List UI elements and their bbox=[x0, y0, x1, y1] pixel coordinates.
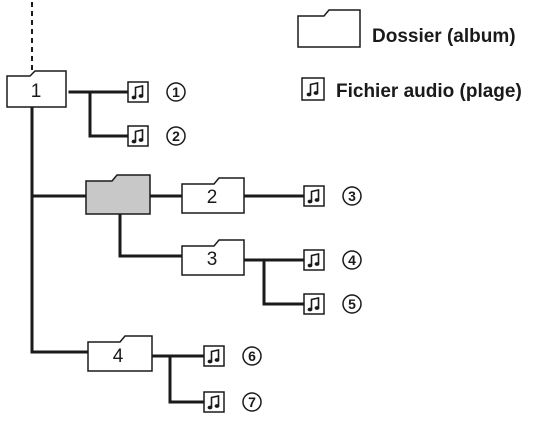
folder-icon bbox=[297, 9, 361, 48]
folder-icon-grey bbox=[85, 174, 151, 215]
legend-folder-label: Dossier (album) bbox=[372, 26, 516, 47]
branch-line-files-6-7 bbox=[152, 354, 204, 404]
folder-number-1: 1 bbox=[31, 81, 42, 102]
music-note-icon bbox=[301, 77, 325, 101]
music-note-icon bbox=[127, 81, 149, 103]
folder-1: 1 bbox=[6, 70, 67, 108]
branch-line-folder-3 bbox=[118, 210, 182, 258]
music-note-icon bbox=[303, 293, 325, 315]
branch-line-files-4-5 bbox=[242, 258, 304, 306]
folder-number-2: 2 bbox=[207, 187, 218, 208]
music-note-icon bbox=[203, 345, 225, 367]
folder-icon bbox=[6, 70, 67, 108]
music-note-icon bbox=[127, 125, 149, 147]
track-number-5: 5 bbox=[348, 296, 356, 312]
file-5: 5 bbox=[303, 293, 362, 315]
folder-2: 2 bbox=[181, 177, 245, 214]
track-number-circle bbox=[166, 126, 186, 146]
track-number-circle bbox=[242, 346, 262, 366]
file-2: 2 bbox=[127, 125, 186, 147]
track-number-circle bbox=[242, 392, 262, 412]
track-number-2: 2 bbox=[172, 128, 180, 144]
branch-line-folder-1-files bbox=[68, 90, 128, 138]
legend-folder: Dossier (album) bbox=[297, 9, 516, 48]
track-number-circle bbox=[342, 250, 362, 270]
track-number-circle bbox=[166, 82, 186, 102]
folder-3: 3 bbox=[181, 239, 245, 276]
folder-icon bbox=[87, 335, 153, 372]
folder-selected bbox=[85, 174, 151, 215]
music-note-icon bbox=[303, 249, 325, 271]
folder-icon bbox=[181, 239, 245, 276]
track-number-4: 4 bbox=[348, 252, 356, 268]
track-number-3: 3 bbox=[348, 188, 356, 204]
file-4: 4 bbox=[303, 249, 362, 271]
file-7: 7 bbox=[203, 391, 262, 413]
music-note-icon bbox=[203, 391, 225, 413]
track-number-7: 7 bbox=[248, 394, 256, 410]
track-number-circle bbox=[342, 294, 362, 314]
track-number-6: 6 bbox=[248, 348, 256, 364]
folder-number-4: 4 bbox=[113, 346, 124, 367]
folder-number-3: 3 bbox=[207, 249, 218, 270]
legend-file-label: Fichier audio (plage) bbox=[336, 81, 522, 102]
file-3: 3 bbox=[303, 185, 362, 207]
file-1: 1 bbox=[127, 81, 186, 103]
legend-file: Fichier audio (plage) bbox=[301, 77, 522, 102]
folder-icon bbox=[181, 177, 245, 214]
file-6: 6 bbox=[203, 345, 262, 367]
track-number-1: 1 bbox=[172, 84, 180, 100]
legend: Dossier (album) Fichier audio (plage) bbox=[297, 9, 522, 102]
tree-trunk-line bbox=[30, 102, 90, 354]
folder-4: 4 bbox=[87, 335, 153, 372]
track-number-circle bbox=[342, 186, 362, 206]
music-note-icon bbox=[303, 185, 325, 207]
